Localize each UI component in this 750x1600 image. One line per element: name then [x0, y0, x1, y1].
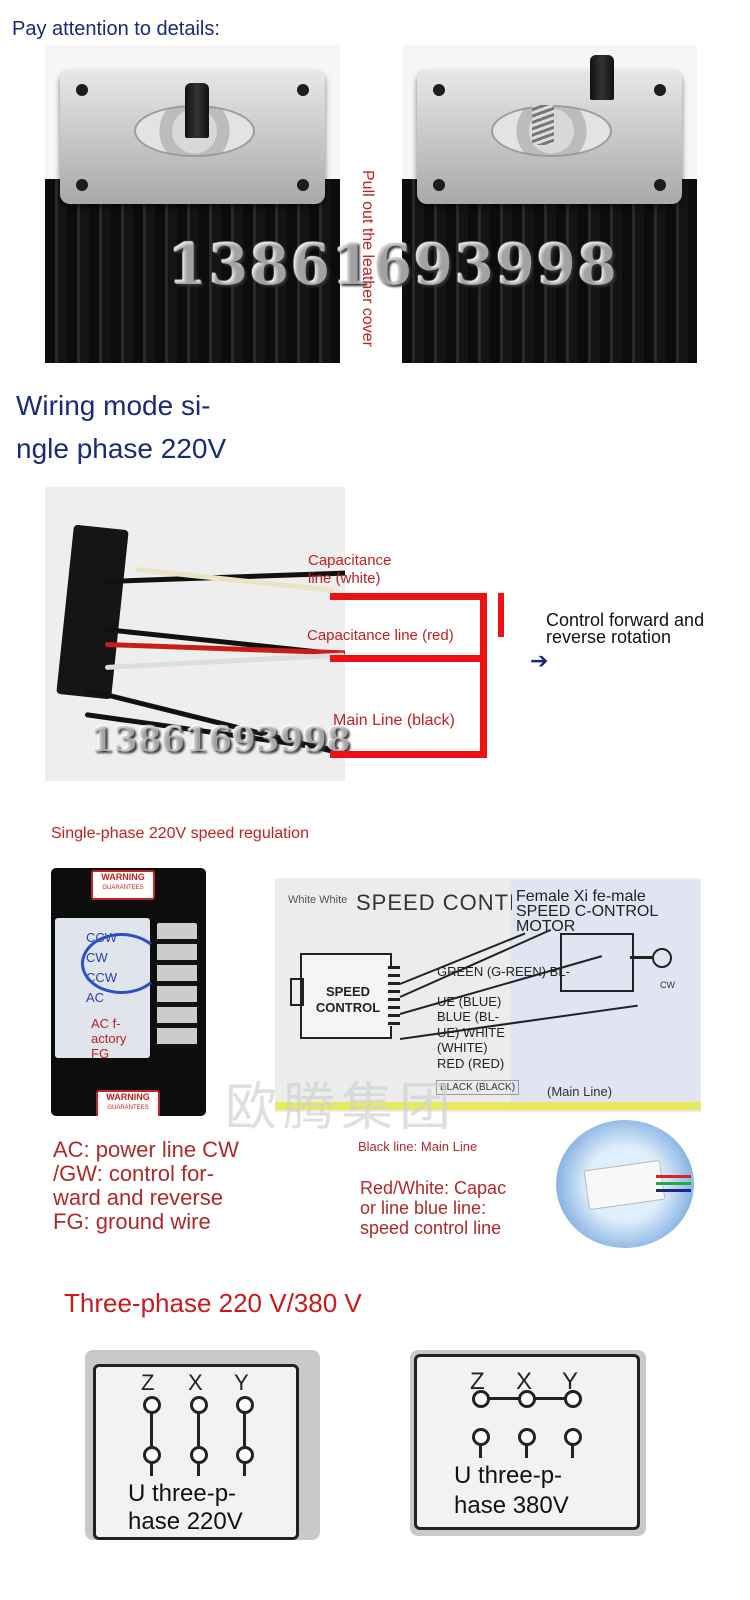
pull-out-cover-label: Pull out the leather cover: [359, 170, 376, 347]
three-phase-heading: Three-phase 220 V/380 V: [64, 1288, 362, 1318]
main-line-label: (Main Line): [547, 1084, 613, 1099]
connector-plug-photo: [556, 1120, 694, 1248]
female-motor-label: Female Xi fe-male SPEED C-ONTROL MOTOR: [516, 888, 658, 935]
caption-380v-line-1: U three-p-: [454, 1462, 563, 1489]
black-black-label: BLACK (BLACK): [436, 1080, 520, 1095]
control-direction-text-1: Control forward and: [546, 610, 705, 630]
legend-line-1: AC: power line CW: [53, 1137, 239, 1162]
terminal-link: [197, 1462, 200, 1476]
red-white-note: Red/White: Capac or line blue line: spee…: [360, 1178, 506, 1238]
control-direction-text-2: reverse rotation: [546, 627, 672, 647]
caption-380v: U three-p- hase 380V: [448, 1461, 624, 1521]
terminal-link: [150, 1412, 153, 1446]
warning-label-bottom: WARNING: [106, 1092, 150, 1102]
terminal-z-220: Z: [141, 1370, 155, 1395]
white-white-label: White White: [288, 894, 348, 906]
speed-controller-photo: WARNING GUARANTEES CCW CW CCW AC AC f-ac…: [51, 868, 206, 1116]
watermark-chinese: 欧腾集团: [225, 1078, 458, 1138]
wiring-mode-heading-1: Wiring mode si-: [16, 390, 211, 421]
legend-line-3: ward and reverse: [53, 1185, 223, 1210]
black-main-line-note: Black line: Main Line: [358, 1139, 478, 1154]
terminal-dot: [518, 1390, 536, 1408]
wire-label-blue2: BLUE (BL-: [437, 1009, 500, 1024]
terminal-link: [479, 1444, 482, 1458]
cw-label: CW: [660, 980, 675, 990]
capacitance-white-label: Capacitance line (white): [308, 552, 392, 587]
legend-line-4: FG: ground wire: [53, 1209, 211, 1234]
red-white-line-1: Red/White: Capac: [360, 1178, 507, 1198]
terminal-link: [243, 1462, 246, 1476]
wire-label-white2: (WHITE): [437, 1040, 488, 1055]
terminal-dot: [472, 1390, 490, 1408]
terminal-dot: [564, 1390, 582, 1408]
ac-factory-fg-label: AC f-actory FG: [91, 1016, 127, 1061]
terminal-z-380: Z: [470, 1368, 485, 1395]
legend-line-2: /GW: control for-: [53, 1161, 214, 1186]
capacitance-red-label: Capacitance line (red): [307, 627, 454, 644]
warning-label-top: WARNING: [101, 872, 145, 882]
speed-control-diagram: [275, 878, 701, 1112]
guarantees-label-bottom: GUARANTEES: [107, 1105, 149, 1111]
terminal-label-ac: AC: [86, 990, 105, 1005]
wire-label-blue1: UE (BLUE): [437, 994, 502, 1009]
red-bar-short: [498, 593, 504, 637]
terminal-x-380: X: [516, 1368, 533, 1395]
ac-legend: AC: power line CW /GW: control for- ward…: [53, 1138, 239, 1234]
red-white-line-3: speed control line: [360, 1218, 502, 1238]
arrow-right-icon: ➔: [530, 648, 549, 673]
wiring-mode-heading-2: ngle phase 220V: [16, 433, 227, 464]
terminal-link: [525, 1444, 528, 1458]
caption-380v-line-2: hase 380V: [454, 1492, 569, 1519]
speed-box-label: SPEED CONTROL: [315, 984, 381, 1015]
wire-label-red: RED (RED): [437, 1056, 505, 1071]
terminal-link: [243, 1412, 246, 1446]
caption-220v-line-2: hase 220V: [128, 1508, 243, 1535]
terminal-link: [197, 1412, 200, 1446]
watermark-phone-2: 13861693998: [90, 720, 351, 760]
motor-photo-right: [402, 45, 697, 363]
red-bar-vert-right: [480, 593, 487, 758]
wire-label-white: UE) WHITE: [437, 1025, 505, 1040]
watermark-phone-1: 13861693998: [168, 232, 619, 298]
red-bar-top: [330, 593, 485, 600]
motor-photo-left: [45, 45, 340, 363]
red-white-line-2: or line blue line:: [360, 1198, 487, 1218]
terminal-link: [571, 1444, 574, 1458]
main-line-black-label: Main Line (black): [333, 712, 455, 729]
terminal-y-380: Y: [562, 1368, 579, 1395]
details-heading: Pay attention to details:: [12, 18, 220, 40]
red-bar-bottom: [330, 751, 487, 758]
terminal-x-220: X: [188, 1370, 203, 1395]
caption-220v-line-1: U three-p-: [128, 1480, 237, 1507]
guarantees-label-top: GUARANTEES: [102, 885, 144, 891]
speed-regulation-heading: Single-phase 220V speed regulation: [51, 825, 309, 842]
terminal-link: [150, 1462, 153, 1476]
capacitor-wiring-photo: [45, 487, 345, 781]
wire-label-green: GREEN (G-REEN) BL-: [437, 964, 570, 979]
speed-control-title: SPEED CONTI: [356, 890, 512, 915]
terminal-y-220: Y: [234, 1370, 249, 1395]
caption-220v: U three-p- hase 220V: [120, 1480, 288, 1536]
red-bar-mid: [330, 655, 485, 662]
